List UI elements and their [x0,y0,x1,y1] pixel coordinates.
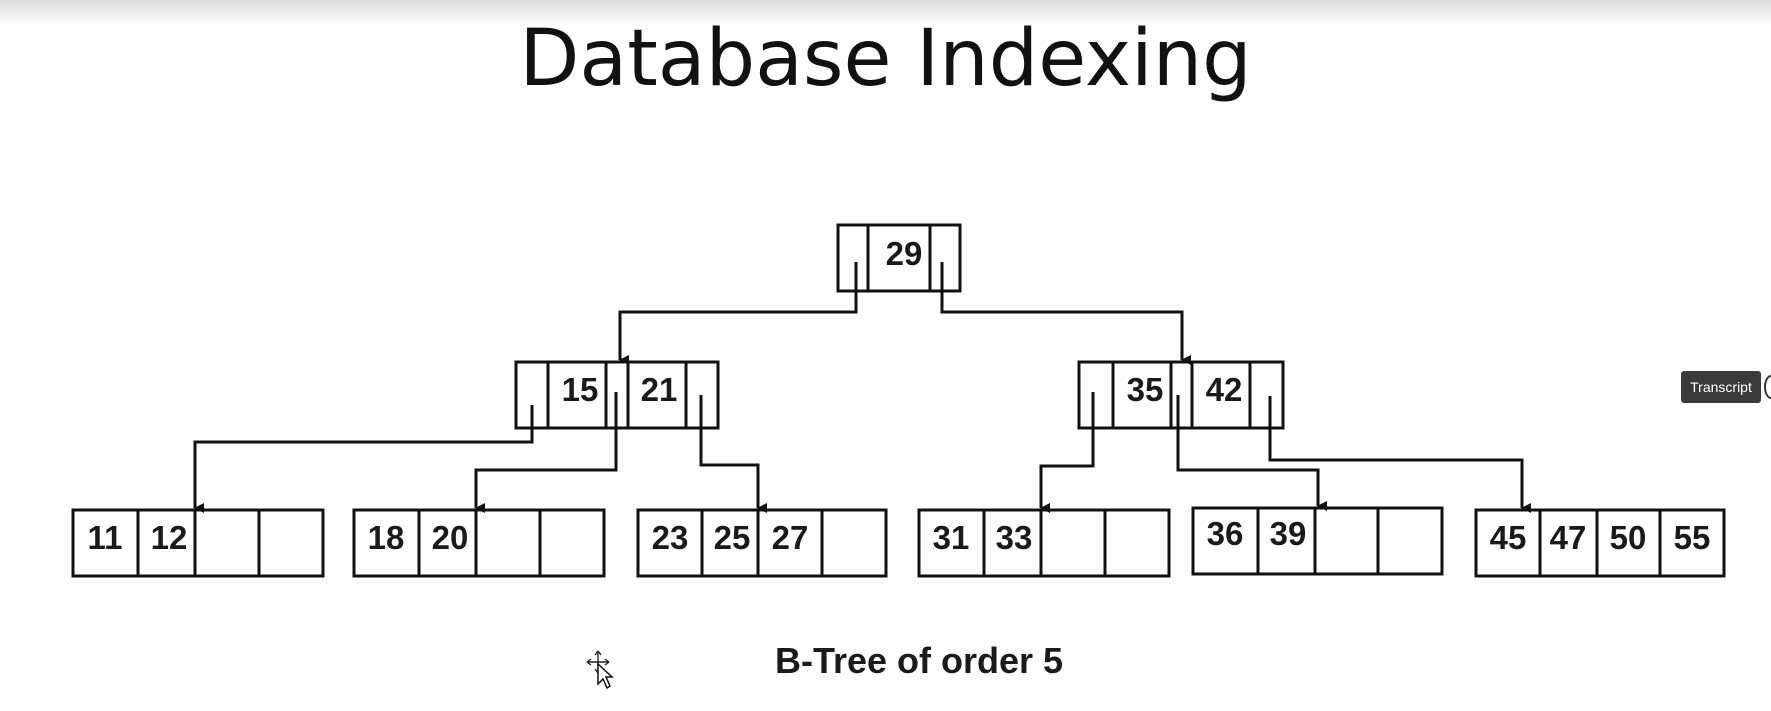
top-shadow [0,0,1771,26]
leaf-key: 27 [772,519,809,556]
internal-key: 42 [1206,371,1243,408]
pointer-arrow [699,395,767,513]
leaf-key: 39 [1270,515,1307,552]
leaf-key: 31 [933,519,970,556]
internal-key: 35 [1127,371,1164,408]
leaf-node: 36 39 [1191,506,1444,576]
pointer-arrow [1039,392,1095,513]
pointer-arrow [474,392,618,513]
leaf-key: 12 [151,519,188,556]
transcript-edge-icon[interactable] [1764,375,1771,399]
pointer-arrow [618,262,858,365]
pointer-arrow [940,262,1191,365]
root-node: 29 [836,223,962,293]
leaf-key: 33 [996,519,1033,556]
leaf-node: 45 47 50 55 [1474,508,1726,578]
diagram-caption: B-Tree of order 5 [774,640,1064,681]
leaf-key: 18 [368,519,405,556]
leaf-key: 55 [1674,519,1711,556]
leaf-key: 25 [714,519,751,556]
leaf-node: 11 12 [71,508,325,578]
leaf-key: 47 [1550,519,1587,556]
slide-title: Database Indexing [519,14,1252,104]
transcript-button[interactable]: Transcript [1681,371,1761,403]
leaf-node: 23 25 27 [636,508,888,578]
pointer-arrow [1268,396,1531,513]
internal-node: 15 21 [514,360,720,430]
pointer-arrow [1176,395,1327,511]
leaf-key: 45 [1490,519,1527,556]
internal-node: 35 42 [1077,360,1285,430]
leaf-key: 20 [432,519,469,556]
root-key: 29 [886,235,923,272]
internal-key: 21 [641,371,678,408]
leaf-key: 23 [652,519,689,556]
leaf-key: 36 [1207,515,1244,552]
move-cursor-icon [586,650,614,690]
leaf-key: 11 [88,519,123,556]
leaf-node: 31 33 [917,508,1171,578]
leaf-node: 18 20 [352,508,606,578]
pointer-arrows [193,262,1531,513]
pointer-arrow [193,405,534,513]
internal-key: 15 [562,371,599,408]
leaf-key: 50 [1610,519,1647,556]
